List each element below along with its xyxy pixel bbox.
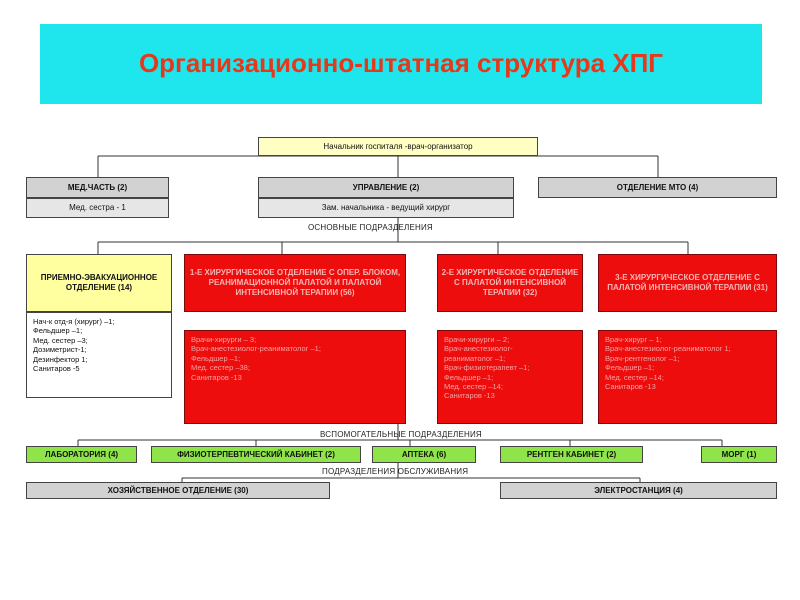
pharmacy-box: АПТЕКА (6) [372,446,476,463]
surgery-2-box: 2-Е ХИРУРГИЧЕСКОЕ ОТДЕЛЕНИЕ С ПАЛАТОЙ ИН… [437,254,583,312]
staff-line: Врач-анестезиолог- [444,344,513,354]
staff-line: Фельдшер –1; [444,372,494,382]
management-label: УПРАВЛЕНИЕ (2) [352,182,420,192]
lab-box: ЛАБОРАТОРИЯ (4) [26,446,137,463]
reception-label: ПРИЕМНО-ЭВАКУАЦИОННОЕ ОТДЕЛЕНИЕ (14) [40,273,158,292]
page-title: Организационно-штатная структура ХПГ [138,48,664,78]
staff-line: Дозиметрист-1; [33,345,87,355]
xray-box: РЕНТГЕН КАБИНЕТ (2) [500,446,643,463]
title-banner: Организационно-штатная структура ХПГ [40,24,762,104]
surgery-3-box: 3-Е ХИРУРГИЧЕСКОЕ ОТДЕЛЕНИЕ С ПАЛАТОЙ ИН… [598,254,777,312]
morgue-box: МОРГ (1) [701,446,777,463]
reception-staff-box: Нач-к отд-я (хирург) –1; Фельдшер –1; Ме… [26,312,172,398]
staff-line: Врачи-хирурги – 2; [444,335,510,344]
surgery-3-staff-box: Врач-хирург – 1; Врач-анестезиолог-реани… [598,330,777,424]
section-service-label: ПОДРАЗДЕЛЕНИЯ ОБСЛУЖИВАНИЯ [322,467,469,476]
med-part-box: МЕД.ЧАСТЬ (2) [26,177,169,198]
staff-line: Врач-анестезиолог-реаниматолог –1; [191,344,321,354]
xray-label: РЕНТГЕН КАБИНЕТ (2) [526,449,617,459]
staff-line: Санитаров -13 [444,391,495,401]
staff-line: Дезинфектор 1; [33,354,88,364]
staff-line: Нач-к отд-я (хирург) –1; [33,317,115,326]
reception-box: ПРИЕМНО-ЭВАКУАЦИОННОЕ ОТДЕЛЕНИЕ (14) [26,254,172,312]
power-station-box: ЭЛЕКТРОСТАНЦИЯ (4) [500,482,777,499]
staff-line: Санитаров -13 [605,381,656,391]
staff-line: Мед. сестер –38; [191,363,250,373]
power-station-label: ЭЛЕКТРОСТАНЦИЯ (4) [594,485,683,495]
head-box: Начальник госпиталя -врач-организатор [258,137,538,156]
physio-box: ФИЗИОТЕРПЕВТИЧЕСКИЙ КАБИНЕТ (2) [151,446,361,463]
staff-line: Фельдшер –1; [605,363,655,373]
staff-line: Мед. сестер –3; [33,335,88,345]
staff-line: Врачи-хирурги – 3; [191,335,257,344]
surgery-1-staff-box: Врачи-хирурги – 3; Врач-анестезиолог-реа… [184,330,406,424]
management-box: УПРАВЛЕНИЕ (2) [258,177,514,198]
med-part-label: МЕД.ЧАСТЬ (2) [67,182,128,192]
staff-line: Врач-физиотерапевт –1; [444,363,530,373]
physio-label: ФИЗИОТЕРПЕВТИЧЕСКИЙ КАБИНЕТ (2) [177,449,335,459]
med-part-staff-box: Мед. сестра - 1 [26,198,169,218]
staff-line: Санитаров -13 [191,372,242,382]
section-main-label: ОСНОВНЫЕ ПОДРАЗДЕЛЕНИЯ [308,223,433,232]
mto-box: ОТДЕЛЕНИЕ МТО (4) [538,177,777,198]
lab-label: ЛАБОРАТОРИЯ (4) [44,449,119,459]
staff-line: Фельдшер –1; [33,326,83,336]
surgery-2-label: 2-Е ХИРУРГИЧЕСКОЕ ОТДЕЛЕНИЕ С ПАЛАТОЙ ИН… [441,268,579,297]
staff-line: Мед. сестер –14; [605,372,664,382]
surgery-3-label: 3-Е ХИРУРГИЧЕСКОЕ ОТДЕЛЕНИЕ С ПАЛАТОЙ ИН… [607,273,768,292]
pharmacy-label: АПТЕКА (6) [401,449,447,459]
surgery-1-box: 1-Е ХИРУРГИЧЕСКОЕ ОТДЕЛЕНИЕ С ОПЕР. БЛОК… [184,254,406,312]
section-aux-label: ВСПОМОГАТЕЛЬНЫЕ ПОДРАЗДЕЛЕНИЯ [320,430,482,439]
med-part-staff: Мед. сестра - 1 [69,203,126,212]
staff-line: Мед. сестер –14; [444,381,503,391]
management-deputy: Зам. начальника - ведущий хирург [321,203,451,212]
household-box: ХОЗЯЙСТВЕННОЕ ОТДЕЛЕНИЕ (30) [26,482,330,499]
staff-line: Санитаров -5 [33,363,80,373]
surgery-2-staff-box: Врачи-хирурги – 2; Врач-анестезиолог- ре… [437,330,583,424]
staff-line: Врач-рентгенолог –1; [605,353,680,363]
staff-line: Фельдшер –1; [191,353,241,363]
household-label: ХОЗЯЙСТВЕННОЕ ОТДЕЛЕНИЕ (30) [107,485,249,495]
morgue-label: МОРГ (1) [721,449,757,459]
staff-line: Врач-анестезиолог-реаниматолог 1; [605,344,731,354]
staff-line: реаниматолог –1; [444,353,506,363]
surgery-1-label: 1-Е ХИРУРГИЧЕСКОЕ ОТДЕЛЕНИЕ С ОПЕР. БЛОК… [189,268,401,297]
staff-line: Врач-хирург – 1; [605,335,662,344]
mto-label: ОТДЕЛЕНИЕ МТО (4) [616,182,699,192]
head-label: Начальник госпиталя -врач-организатор [323,141,473,151]
management-deputy-box: Зам. начальника - ведущий хирург [258,198,514,218]
